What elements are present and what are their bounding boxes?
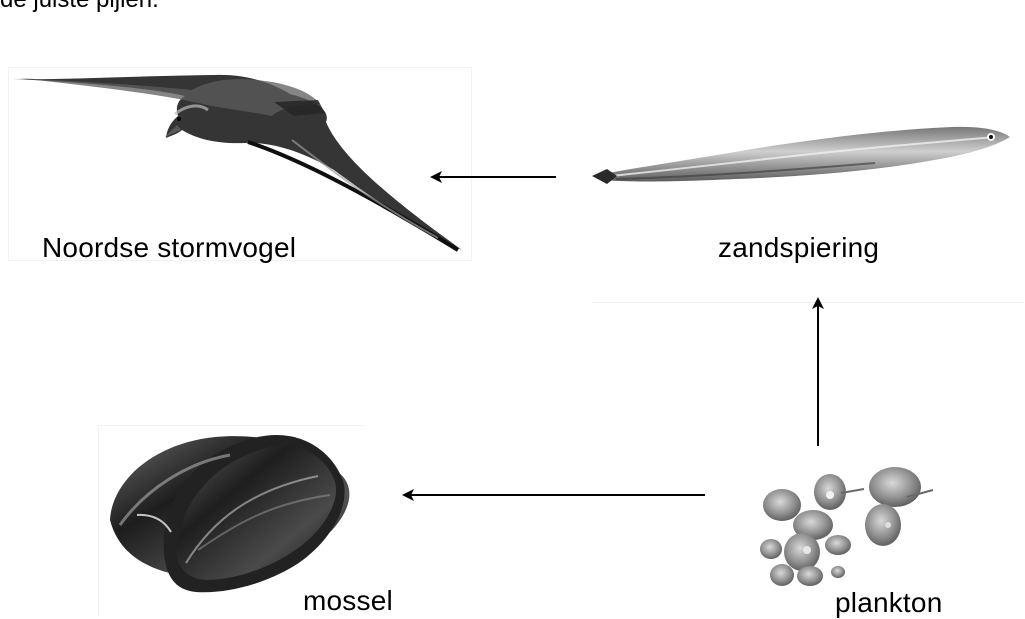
plankton-cells-icon [760, 467, 933, 586]
fulmar-bird-icon [13, 75, 462, 250]
mussel-shell-icon [110, 435, 349, 592]
organism-label-zandspiering: zandspiering [718, 232, 879, 264]
sand-eel-fish-icon [592, 127, 1010, 184]
food-arrows [404, 177, 818, 495]
organism-label-mossel: mossel [303, 585, 393, 617]
organism-label-stormvogel: Noordse stormvogel [42, 232, 296, 264]
organism-label-plankton: plankton [835, 587, 942, 619]
